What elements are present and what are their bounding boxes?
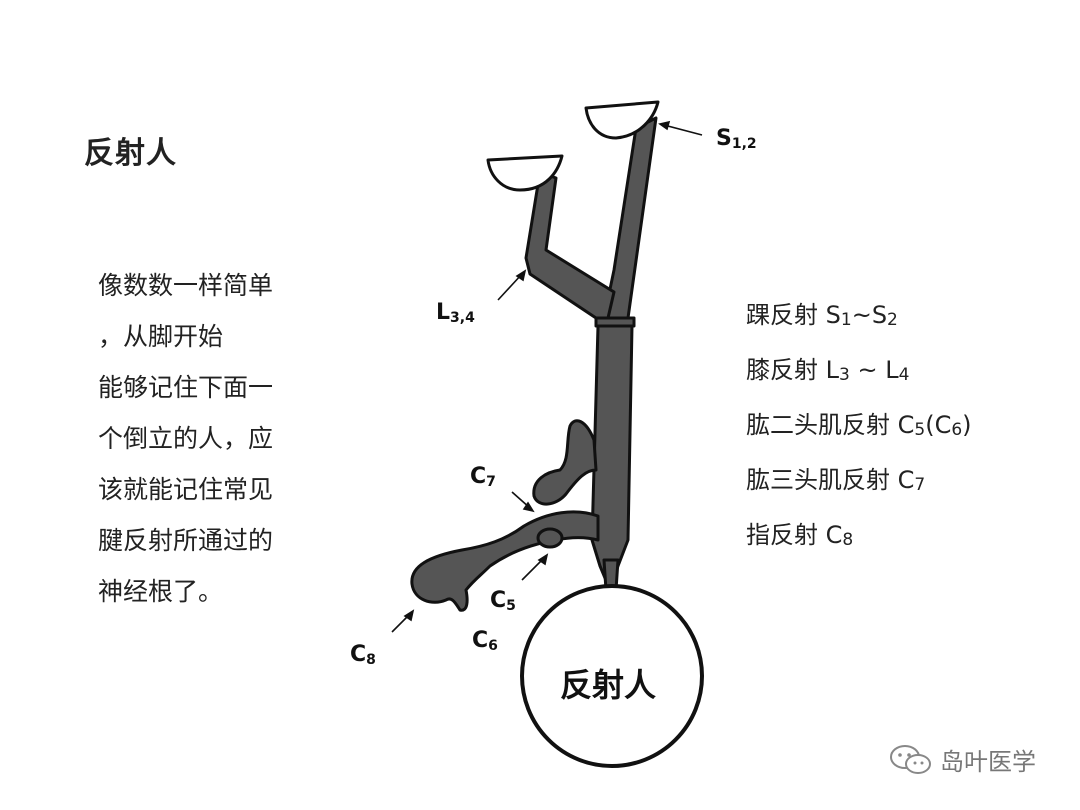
description-line: 该就能记住常见: [98, 475, 274, 504]
reflex-level: C: [818, 521, 843, 549]
reflex-level: ~S: [851, 301, 888, 329]
label-c6: C6: [472, 628, 498, 654]
reflex-level: C: [890, 466, 915, 494]
reflex-level: S: [818, 301, 841, 329]
knee-band: [594, 316, 636, 328]
reflex-level: 4: [898, 365, 910, 385]
right-foot: [584, 100, 660, 140]
reflex-level: L: [818, 356, 839, 384]
reflex-level: 6: [951, 420, 963, 440]
head-circle: [520, 584, 704, 768]
reflex-level: 7: [914, 475, 926, 495]
reflex-name: 指反射: [746, 521, 818, 549]
reflex-level: 5: [914, 420, 926, 440]
head-label: 反射人: [560, 666, 657, 704]
watermark-text: 岛叶医学: [940, 748, 1036, 776]
reflex-item: 肱二头肌反射 C5(C6): [746, 400, 972, 455]
reflex-level: 1: [840, 310, 852, 330]
reflex-item: 膝反射 L3 ~ L4: [746, 345, 972, 400]
reflex-name: 膝反射: [746, 356, 818, 384]
reflex-level: ~ L: [849, 356, 899, 384]
reflex-item: 指反射 C8: [746, 510, 972, 565]
reflex-item: 肱三头肌反射 C7: [746, 455, 972, 510]
description-text: 像数数一样简单 ，从脚开始 能够记住下面一 个倒立的人，应 该就能记住常见 腱反…: [98, 260, 273, 617]
description-line: 像数数一样简单: [98, 271, 274, 300]
reflex-item: 踝反射 S1~S2: [746, 290, 972, 345]
arrow-s12: [663, 124, 703, 136]
description-line: 神经根了。: [98, 577, 224, 606]
biceps: [536, 527, 564, 549]
description-line: ，从脚开始: [98, 322, 224, 351]
description-line: 个倒立的人，应: [98, 424, 274, 453]
watermark: 岛叶医学: [888, 742, 1036, 777]
page-title: 反射人: [84, 136, 177, 171]
label-c8: C8: [350, 642, 376, 668]
reflex-level: (C: [925, 411, 952, 439]
reflex-level: 2: [887, 310, 898, 330]
left-foot: [486, 154, 564, 192]
upper-arm-c7: [532, 419, 598, 506]
label-c5: C5: [490, 588, 516, 614]
wechat-icon: [890, 744, 931, 774]
arrow-l34: [497, 273, 523, 301]
reflex-name: 肱二头肌反射: [746, 411, 890, 439]
reflex-level: C: [890, 411, 915, 439]
right-leg: [602, 116, 658, 320]
description-line: 腱反射所通过的: [98, 526, 274, 555]
label-c7: C7: [470, 464, 496, 490]
label-l34: L3,4: [436, 300, 475, 326]
label-s12: S1,2: [716, 126, 757, 152]
reflex-name: 肱三头肌反射: [746, 466, 890, 494]
description-line: 能够记住下面一: [98, 373, 274, 402]
reflex-level: 3: [839, 365, 850, 385]
reflex-level: ): [962, 411, 972, 439]
left-leg: [524, 170, 616, 320]
reflex-level: 8: [842, 530, 854, 550]
torso: [590, 324, 634, 592]
reflex-name: 踝反射: [746, 301, 818, 329]
